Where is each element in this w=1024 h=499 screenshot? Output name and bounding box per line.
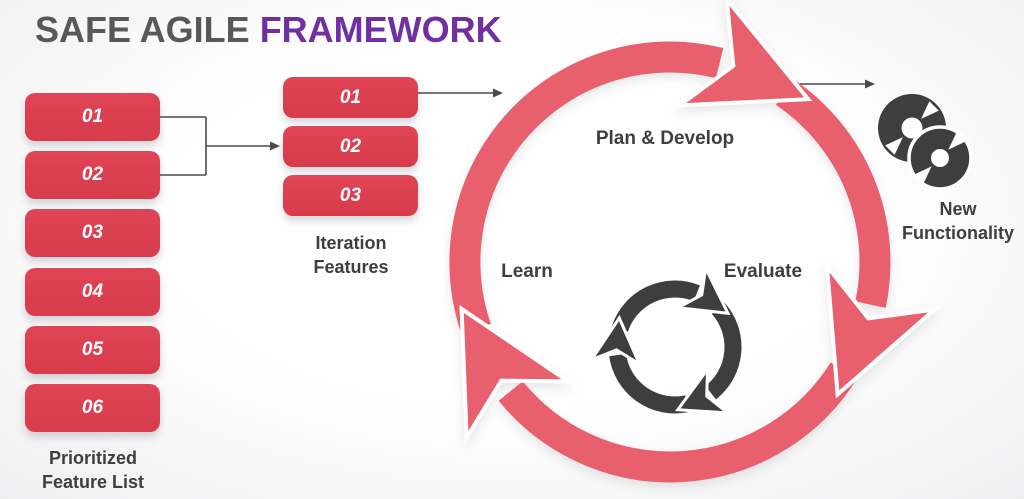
evaluate-label: Evaluate bbox=[723, 261, 803, 282]
learn-label: Learn bbox=[501, 261, 553, 282]
title-framework: FRAMEWORK bbox=[259, 9, 502, 50]
iteration-box-02: 02 bbox=[283, 126, 418, 167]
new-functionality-label: New Functionality bbox=[902, 199, 1014, 243]
feature-box-05: 05 bbox=[25, 326, 160, 374]
feature-box-04: 04 bbox=[25, 268, 160, 316]
cycle-arrowhead-left-icon bbox=[459, 305, 575, 445]
cd-discs-icon bbox=[878, 94, 973, 191]
feature-box-01: 01 bbox=[25, 93, 160, 141]
feature-box-03: 03 bbox=[25, 209, 160, 257]
right-arrow-icon bbox=[865, 79, 875, 89]
right-arrow-icon bbox=[270, 141, 280, 151]
agile-cycle-ring bbox=[449, 0, 941, 483]
plan-develop-label: Plan & Develop bbox=[595, 128, 735, 149]
page-title: SAFE AGILE FRAMEWORK bbox=[35, 9, 502, 51]
feature-box-02: 02 bbox=[25, 151, 160, 199]
prioritized-feature-list-label: Prioritized Feature List bbox=[41, 448, 145, 492]
iteration-to-cycle-arrow bbox=[418, 88, 503, 98]
cycle-to-output-arrow bbox=[800, 79, 875, 89]
bracket-connector bbox=[160, 116, 280, 176]
feature-box-06: 06 bbox=[25, 384, 160, 432]
iteration-box-01: 01 bbox=[283, 77, 418, 118]
right-arrow-icon bbox=[493, 88, 503, 98]
cycle-arrowhead-right-icon bbox=[824, 259, 941, 399]
cycle-arrowhead-top-icon bbox=[673, 0, 813, 108]
iteration-cycle-icon bbox=[587, 263, 742, 415]
iteration-box-03: 03 bbox=[283, 175, 418, 216]
iteration-features-label: Iteration Features bbox=[313, 233, 389, 277]
title-safe-agile: SAFE AGILE bbox=[35, 9, 260, 50]
